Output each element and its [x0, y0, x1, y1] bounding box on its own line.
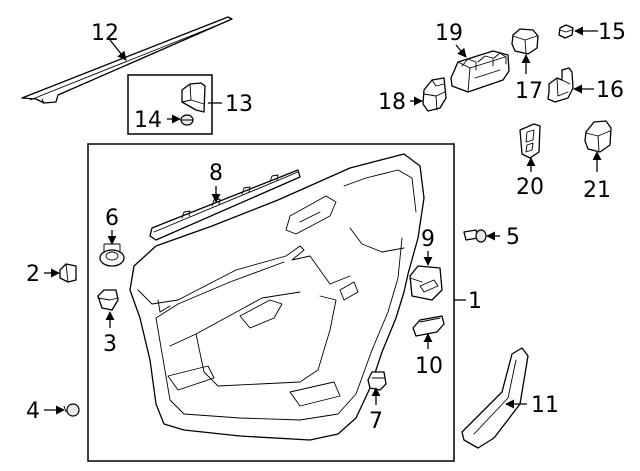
switch-unit-part-9[interactable] — [409, 265, 443, 301]
callout-21: 21 — [583, 178, 611, 203]
bolt-part-5[interactable] — [463, 229, 487, 243]
belt-molding-part[interactable] — [21, 16, 233, 104]
callout-11: 11 — [531, 393, 559, 418]
switch-cover-part-20[interactable] — [519, 123, 541, 159]
callout-3: 3 — [103, 332, 117, 357]
callout-13: 13 — [225, 92, 253, 117]
switch-part-21[interactable] — [584, 120, 612, 153]
callout-14: 14 — [134, 108, 162, 133]
clip-part-2[interactable] — [59, 263, 77, 283]
bracket-part-16[interactable] — [547, 67, 574, 103]
clip-part-3[interactable] — [97, 289, 119, 311]
callout-17: 17 — [515, 79, 543, 104]
clip-part-7[interactable] — [367, 371, 387, 391]
callout-7: 7 — [369, 409, 383, 434]
clip-part-15[interactable] — [558, 24, 574, 39]
inset-frame-13 — [127, 74, 213, 135]
callout-16: 16 — [596, 78, 624, 103]
callout-19: 19 — [435, 21, 463, 46]
door-panel-frame — [87, 143, 455, 462]
pillar-trim-part[interactable] — [461, 347, 529, 449]
callout-20: 20 — [516, 175, 544, 200]
callout-4: 4 — [26, 399, 40, 424]
callout-9: 9 — [421, 227, 435, 252]
upper-trim-strip-part[interactable] — [149, 169, 301, 241]
callout-2: 2 — [26, 262, 40, 287]
leader-19 — [455, 44, 467, 58]
screw-part-4[interactable] — [63, 403, 80, 417]
door-trim-panel-part[interactable] — [129, 153, 425, 441]
callout-18: 18 — [378, 90, 406, 115]
callout-5: 5 — [506, 225, 520, 250]
leader-12 — [109, 39, 127, 61]
callout-10: 10 — [415, 354, 443, 379]
mirror-trim-part[interactable] — [181, 82, 206, 113]
switch-part-18[interactable] — [422, 77, 447, 112]
screw-part-14[interactable] — [180, 114, 194, 126]
callout-15: 15 — [598, 20, 626, 45]
switch-button-part-17[interactable] — [511, 28, 539, 55]
grommet-part-6[interactable] — [99, 243, 125, 267]
switch-panel-part[interactable] — [450, 50, 510, 93]
callout-6: 6 — [105, 206, 119, 231]
callout-1: 1 — [468, 289, 482, 314]
callout-8: 8 — [209, 161, 223, 186]
handle-insert-part[interactable] — [412, 315, 445, 337]
callout-12: 12 — [91, 21, 119, 46]
